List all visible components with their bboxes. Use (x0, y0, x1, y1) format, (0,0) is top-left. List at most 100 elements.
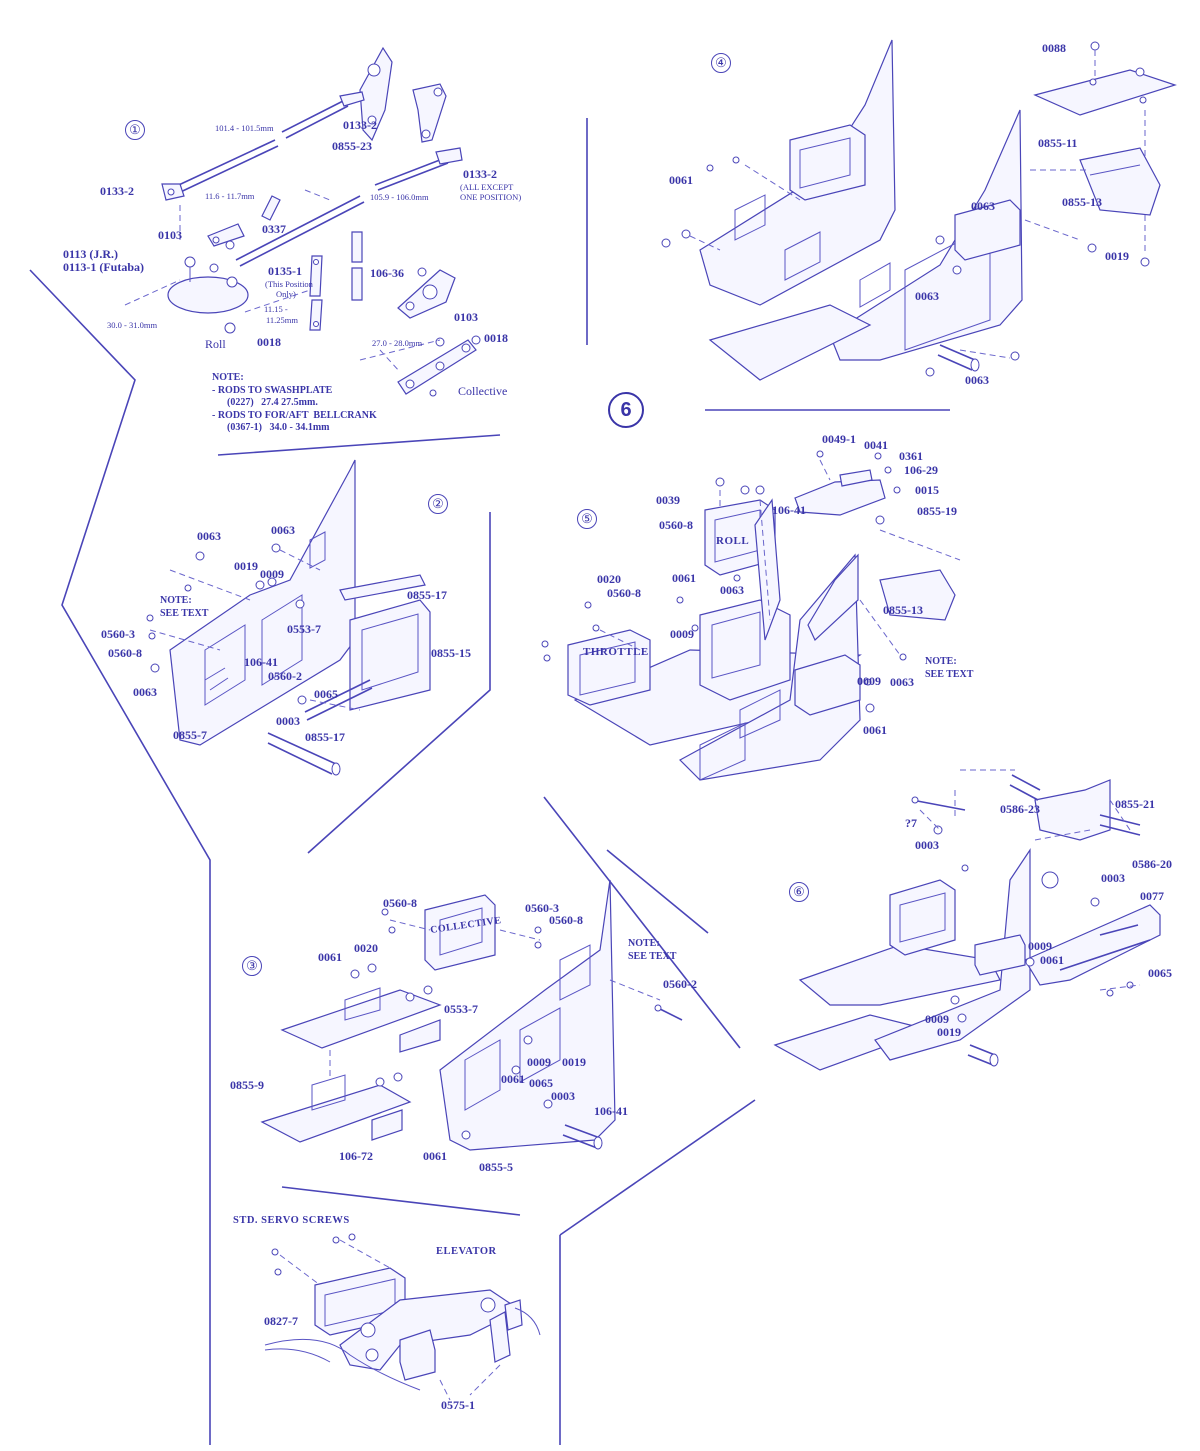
part-label: 0088 (1042, 41, 1066, 55)
part-label: 0009 (925, 1012, 949, 1026)
part-label: 0103 (454, 310, 478, 324)
part-label: 106-41 (244, 655, 278, 669)
part-label: 0061 (669, 173, 693, 187)
servo-screws-label: STD. SERVO SCREWS (233, 1215, 350, 1226)
part-label: 0063 (890, 675, 914, 689)
dimension-label: 11.6 - 11.7mm (205, 191, 255, 201)
step4-frame-drawing (661, 39, 1177, 381)
part-label: 0018 (257, 335, 281, 349)
part-label: 0009 (260, 567, 284, 581)
part-label: 0061 (318, 950, 342, 964)
part-label: ?7 (905, 816, 917, 830)
dimension-label: 11.25mm (266, 315, 299, 325)
part-label: 0575-1 (441, 1398, 475, 1412)
part-label: 0855-15 (431, 646, 471, 660)
part-label: 0560-8 (659, 518, 693, 532)
step5-assembly-drawing (541, 450, 961, 781)
part-label: 0019 (937, 1025, 961, 1039)
part-label: 0133-2 (463, 167, 497, 181)
part-label: 106-41 (772, 503, 806, 517)
part-label: 0063 (720, 583, 744, 597)
part-label: 0553-7 (287, 622, 321, 636)
collective-label: Collective (458, 384, 508, 398)
part-label: 0019 (234, 559, 258, 573)
step5-note: NOTE: SEE TEXT (925, 656, 974, 680)
step7-elevator-drawing (264, 1233, 541, 1401)
dimension-label: 101.4 - 101.5mm (215, 123, 274, 133)
part-label: 0063 (197, 529, 221, 543)
elevator-label: ELEVATOR (436, 1246, 497, 1257)
part-label: 0049-1 (822, 432, 856, 446)
part-label: 0855-9 (230, 1078, 264, 1092)
dimension-label: 11.15 - (264, 304, 288, 314)
part-label: 106-36 (370, 266, 404, 280)
part-label: 0003 (276, 714, 300, 728)
dimension-label: (This Position (265, 279, 313, 289)
part-label: 0065 (529, 1076, 553, 1090)
part-label: 0063 (971, 199, 995, 213)
part-label: 0039 (656, 493, 680, 507)
step-number-2: ② (428, 494, 448, 514)
dimension-label: ONE POSITION) (460, 192, 522, 202)
part-label: 0855-23 (332, 139, 372, 153)
part-label: 0560-3 (101, 627, 135, 641)
part-label: 0560-8 (383, 896, 417, 910)
part-label: 0113 (J.R.) (63, 247, 118, 261)
part-label: 0020 (597, 572, 621, 586)
step-number-4: ④ (711, 53, 731, 73)
part-label: 0009 (670, 627, 694, 641)
part-label: 0560-8 (607, 586, 641, 600)
dimension-label: (ALL EXCEPT (460, 182, 514, 192)
part-label: 0855-7 (173, 728, 207, 742)
step3-tray-drawing (260, 879, 683, 1151)
part-label: 0133-2 (343, 118, 377, 132)
part-label: 106-72 (339, 1149, 373, 1163)
part-label: 0855-13 (1062, 195, 1102, 209)
part-label: 0077 (1140, 889, 1164, 903)
part-label: 0560-8 (549, 913, 583, 927)
part-label: 0019 (1105, 249, 1129, 263)
part-label: 0061 (501, 1072, 525, 1086)
part-label: 0009 (857, 674, 881, 688)
part-label: 0063 (965, 373, 989, 387)
panel-borders (29, 118, 950, 1445)
part-label: 0586-20 (1132, 857, 1172, 871)
part-label: 0560-2 (268, 669, 302, 683)
roll-label: Roll (205, 337, 226, 351)
part-label: 0133-2 (100, 184, 134, 198)
part-label: 0065 (1148, 966, 1172, 980)
part-label: 0003 (551, 1089, 575, 1103)
part-label: 0337 (262, 222, 286, 236)
part-label: 0135-1 (268, 264, 302, 278)
part-label: 0009 (1028, 939, 1052, 953)
part-label: 0827-7 (264, 1314, 298, 1328)
part-label: 0855-11 (1038, 136, 1078, 150)
step3-note: NOTE: SEE TEXT (628, 938, 677, 962)
part-label: 0061 (863, 723, 887, 737)
step-number-1: ① (125, 120, 145, 140)
part-label: 0560-8 (108, 646, 142, 660)
step2-note: NOTE: SEE TEXT (160, 595, 209, 619)
part-label: 0009 (527, 1055, 551, 1069)
part-label: 0586-23 (1000, 802, 1040, 816)
throttle-servo-label: THROTTLE (583, 646, 649, 658)
part-label: 0061 (672, 571, 696, 585)
part-label: 0103 (158, 228, 182, 242)
step-number-3: ③ (242, 956, 262, 976)
dimension-label: 30.0 - 31.0mm (107, 320, 158, 330)
part-label: 0560-2 (663, 977, 697, 991)
part-label: 0855-17 (407, 588, 447, 602)
part-label: 0065 (314, 687, 338, 701)
page-number: 6 (608, 392, 644, 428)
step1-linkage-drawing (124, 46, 481, 397)
dimension-label: 27.0 - 28.0mm (372, 338, 423, 348)
part-label: 0003 (915, 838, 939, 852)
part-label: 0061 (1040, 953, 1064, 967)
part-label: 106-29 (904, 463, 938, 477)
part-label: 0061 (423, 1149, 447, 1163)
step2-frame-drawing (146, 459, 431, 776)
step1-note: NOTE: - RODS TO SWASHPLATE (0227) 27.4 2… (212, 372, 377, 433)
part-label: 0855-13 (883, 603, 923, 617)
part-label: 0063 (133, 685, 157, 699)
